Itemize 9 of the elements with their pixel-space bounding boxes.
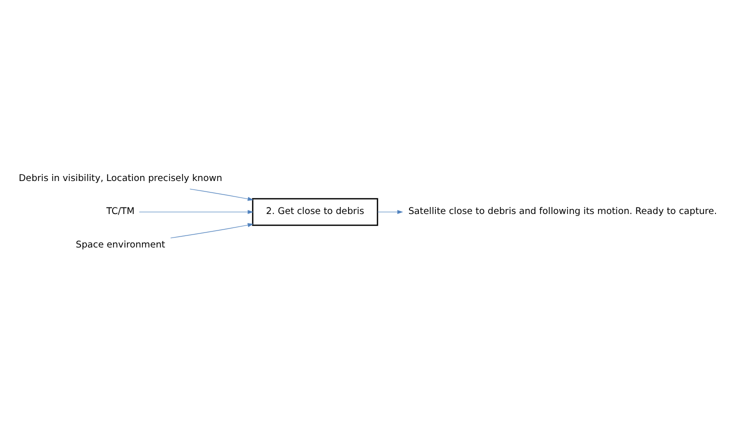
arrow [377,210,404,214]
arrow [170,223,254,238]
node-box: 2. Get close to debris [252,198,378,226]
node-text: Satellite close to debris and following its motion. Ready to capture. [408,206,717,218]
node-text: TC/TM [106,206,135,218]
arrow [190,188,254,201]
node-text: Debris in visibility, Location precisely known [18,172,222,184]
node-text: Space environment [76,240,166,251]
arrow [138,210,254,214]
